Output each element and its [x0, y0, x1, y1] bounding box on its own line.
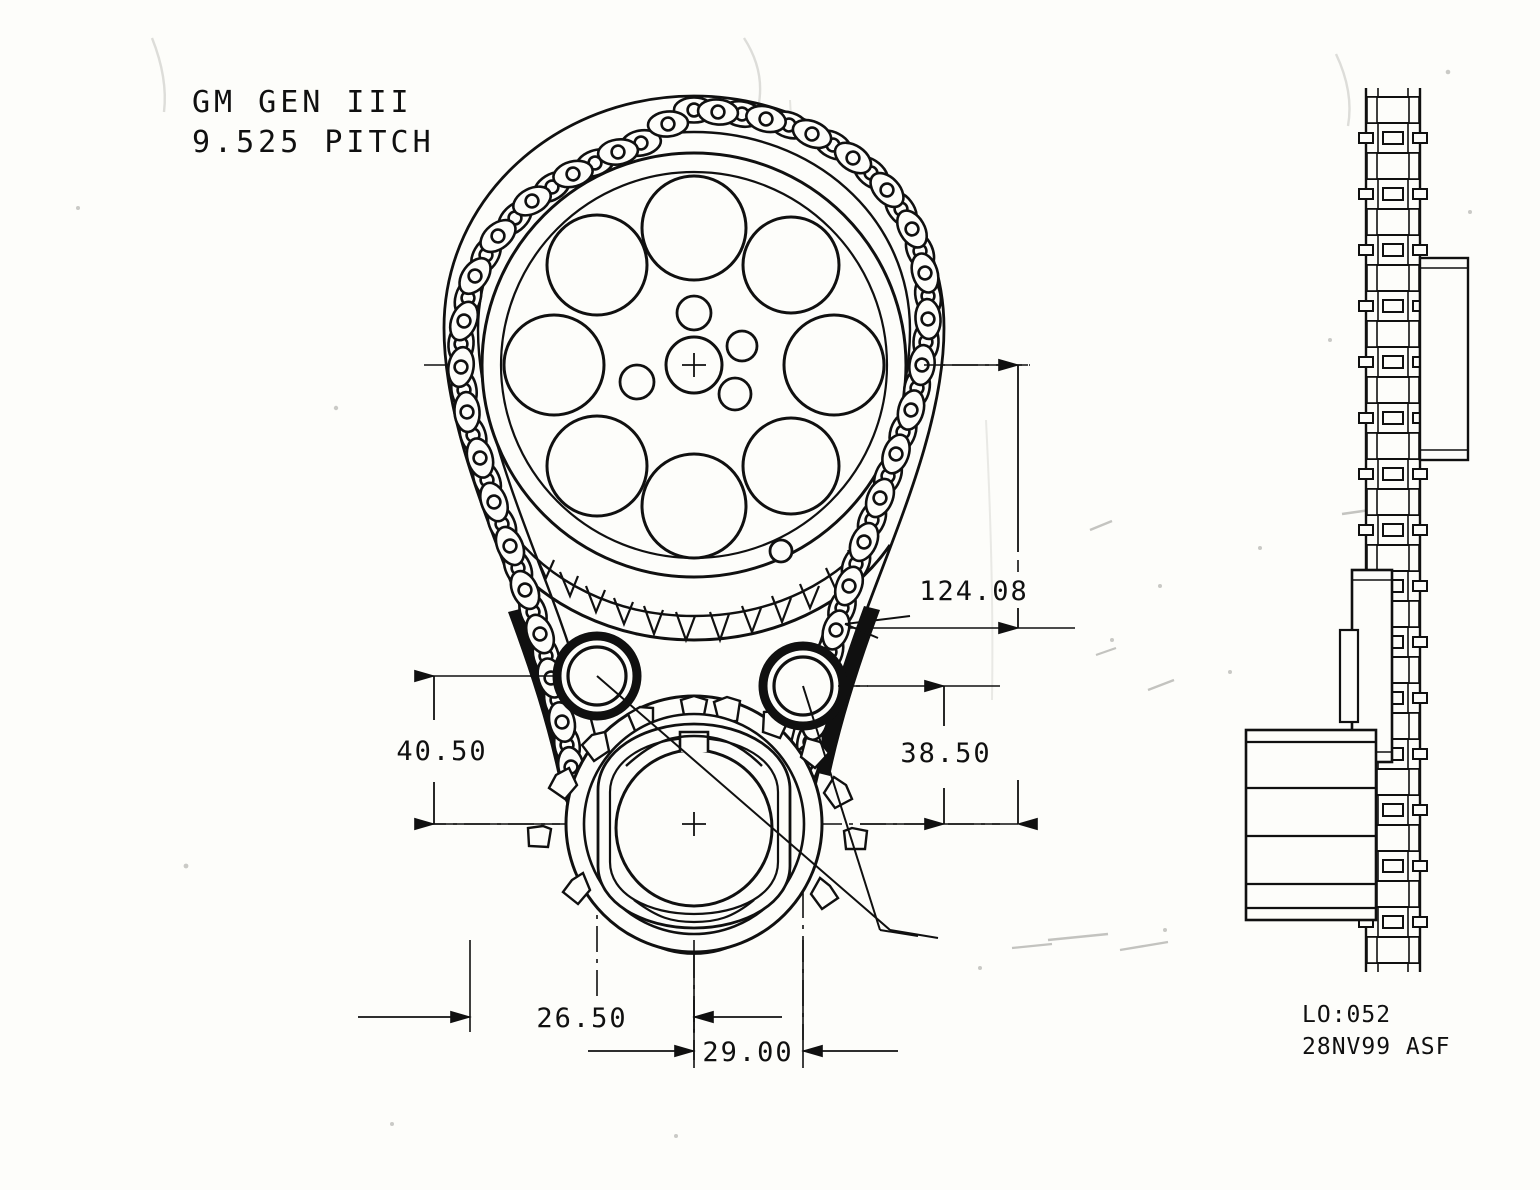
tensioner-shoe-upper [496, 523, 892, 644]
dimension-26-50: 26.50 [358, 940, 782, 1034]
lightening-hole [545, 213, 649, 317]
title-line-2: 9.525 PITCH [192, 125, 435, 160]
lightening-hole [741, 416, 841, 516]
crank-boss [1338, 628, 1360, 724]
index-hole [618, 363, 656, 401]
shoe-teeth [534, 549, 868, 644]
crank-hub-inner-wall [608, 736, 780, 916]
dimension-value-26-50: 26.50 [536, 1003, 627, 1034]
index-hole [675, 294, 713, 332]
revision-line-2: 28NV99 ASF [1302, 1034, 1450, 1060]
crank-center-mark [682, 812, 706, 836]
side-crank-sprocket-hub [1244, 568, 1394, 922]
index-hole [725, 329, 759, 363]
dimension-29-00: 29.00 [588, 940, 898, 1068]
right-dowel-leader [802, 685, 881, 931]
leader-shelf-2 [879, 929, 919, 937]
side-cam-sprocket-plate [1418, 256, 1470, 462]
cam-center-mark [682, 353, 706, 377]
front-elevation-view [420, 94, 1030, 1060]
lightening-hole [640, 452, 748, 560]
left-dowel-leader [596, 675, 891, 931]
cam-index-holes [618, 294, 794, 564]
lightening-hole [640, 174, 748, 282]
dimension-value-38-50: 38.50 [900, 738, 991, 769]
dimension-annotations: 124.08 40.50 38.50 [358, 358, 1075, 1068]
lightening-hole [545, 414, 649, 518]
dimension-38-50: 38.50 [838, 679, 1038, 831]
crank-bore-lower-shoulder [633, 899, 755, 924]
dimension-value-40-50: 40.50 [396, 736, 487, 767]
leader-lines [596, 615, 939, 939]
dimension-value-29-00: 29.00 [702, 1037, 793, 1068]
index-hole [717, 376, 753, 412]
revision-line-1: LO:052 [1302, 1002, 1391, 1028]
revision-block: LO:052 28NV99 ASF [1302, 1002, 1450, 1060]
crank-hub-body [1244, 728, 1378, 922]
title-block: GM GEN III 9.525 PITCH [192, 85, 435, 160]
leader-shelf [889, 929, 939, 939]
upper-right-leader-tail [844, 623, 879, 639]
side-elevation-view [1244, 88, 1470, 972]
title-line-1: GM GEN III [192, 85, 413, 120]
dimension-40-50: 40.50 [396, 669, 560, 831]
lightening-hole [741, 215, 841, 315]
lightening-hole [782, 313, 886, 417]
index-hole [768, 538, 794, 564]
lightening-hole [502, 313, 606, 417]
cam-plate-body [1418, 256, 1470, 462]
upper-right-leader [844, 615, 911, 625]
camshaft-sprocket [480, 151, 908, 579]
dimension-value-124-08: 124.08 [919, 576, 1029, 607]
crank-bore-shoulder [625, 734, 763, 767]
cam-lightening-holes [502, 174, 886, 560]
crankshaft-sprocket [526, 694, 869, 954]
dimension-124-08: 124.08 [850, 358, 1075, 635]
